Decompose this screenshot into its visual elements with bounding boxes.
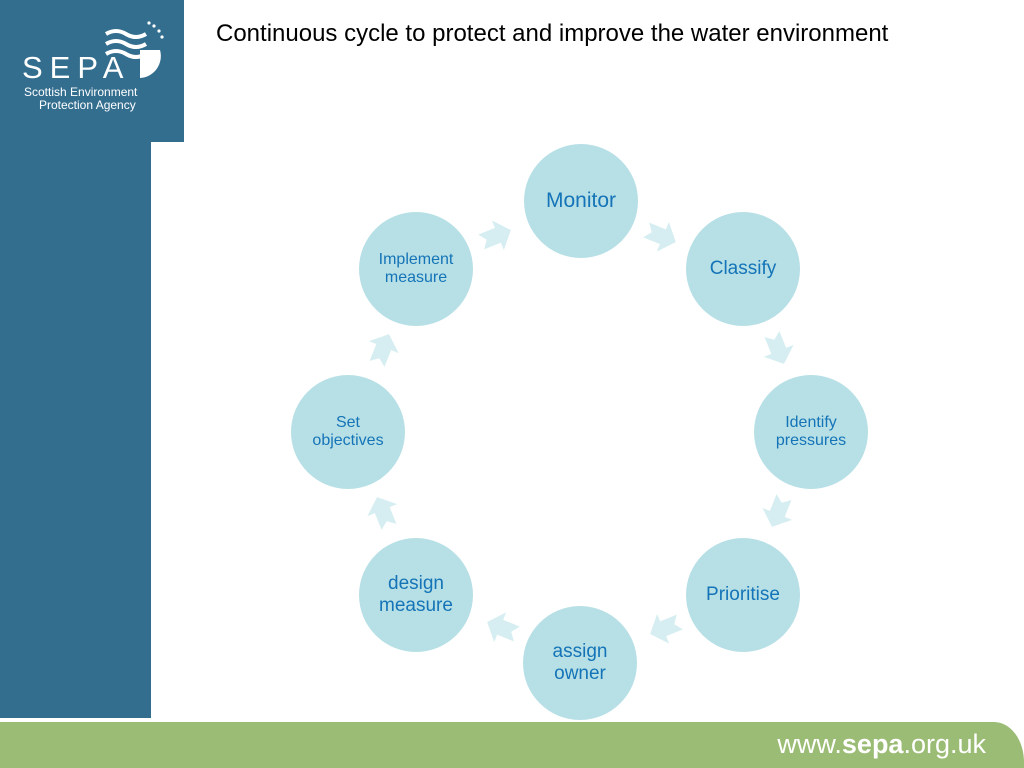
cycle-arrow-implement-monitor — [478, 220, 511, 251]
cycle-node-label: Set objectives — [312, 414, 384, 449]
cycle-node-identify-pressures: Identify pressures — [754, 375, 868, 489]
cycle-arrow-prioritise-assign — [650, 613, 683, 644]
slide-title: Continuous cycle to protect and improve … — [216, 20, 889, 47]
footer-url-bold: sepa — [841, 729, 904, 759]
cycle-node-prioritise: Prioritise — [686, 538, 800, 652]
cycle-node-assign-owner: assign owner — [523, 606, 637, 720]
logo-line-2: Protection Agency — [39, 98, 136, 112]
cycle-arrow-assign-design — [487, 612, 520, 643]
cycle-node-label: Implement measure — [378, 251, 454, 286]
footer-url: www.sepa.org.uk — [777, 729, 986, 760]
footer-url-suffix: .org.uk — [903, 729, 986, 759]
cycle-node-label: Identify pressures — [775, 414, 847, 449]
cycle-node-implement-measure: Implement measure — [359, 212, 473, 326]
cycle-node-classify: Classify — [686, 212, 800, 326]
sepa-waves-icon — [104, 21, 164, 78]
cycle-node-label: Classify — [709, 258, 777, 279]
cycle-node-label: Monitor — [545, 189, 617, 212]
footer-band: www.sepa.org.uk — [0, 722, 1024, 768]
logo-line-1: Scottish Environment — [24, 85, 138, 99]
cycle-arrow-set-implement — [368, 334, 399, 367]
cycle-node-set-objectives: Set objectives — [291, 375, 405, 489]
footer-url-prefix: www. — [777, 729, 842, 759]
logo-wordmark: SEPA — [22, 50, 131, 85]
cycle-node-label: Prioritise — [706, 584, 780, 605]
cycle-node-label: assign owner — [552, 641, 608, 684]
cycle-arrow-design-set — [367, 497, 398, 530]
cycle-arrow-classify-identify — [763, 331, 794, 364]
cycle-node-monitor: Monitor — [524, 144, 638, 258]
logo-subtitle: Scottish Environment Protection Agency — [24, 86, 137, 112]
cycle-node-design-measure: design measure — [359, 538, 473, 652]
cycle-node-label: design measure — [379, 573, 453, 616]
sepa-logo: SEPA Scottish Environment Protection Age… — [0, 0, 184, 142]
cycle-arrow-monitor-classify — [643, 221, 676, 252]
cycle-arrow-identify-prioritise — [762, 494, 793, 527]
